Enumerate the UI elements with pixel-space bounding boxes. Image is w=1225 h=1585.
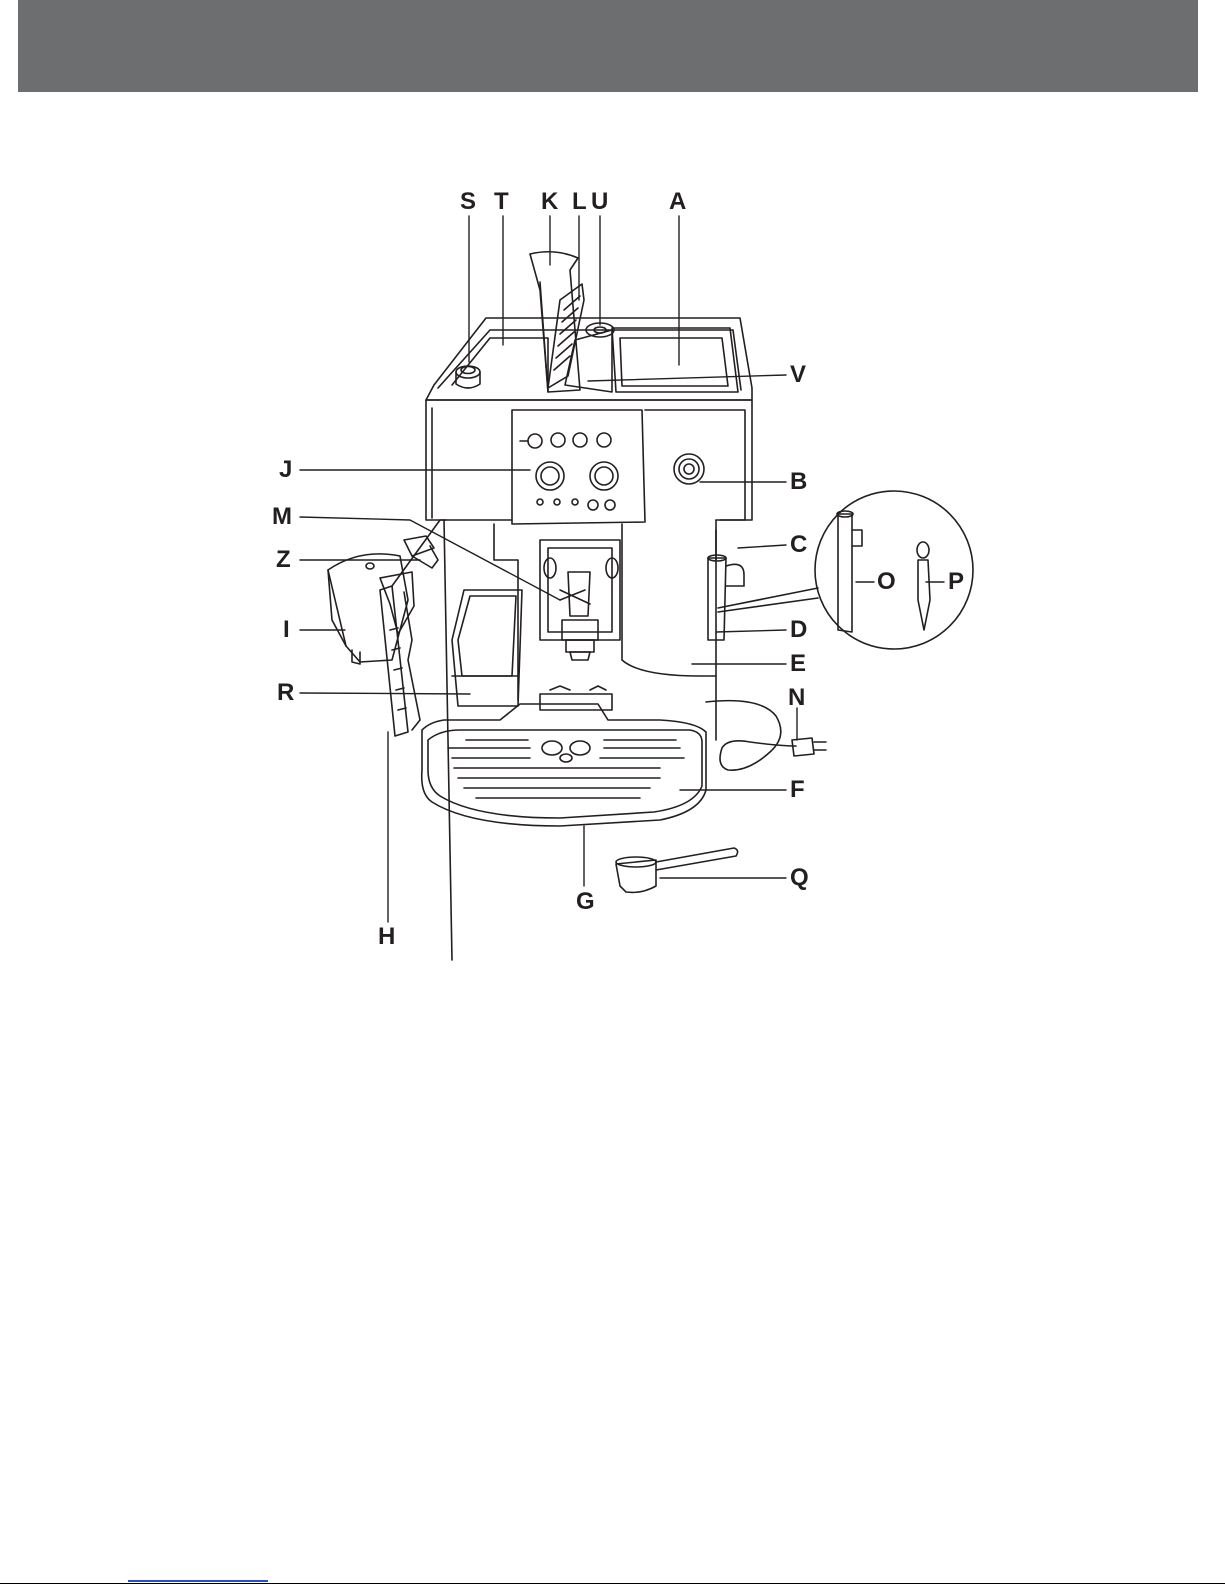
label-n: N [788,686,805,710]
label-v: V [790,363,806,387]
footer-link-underline[interactable] [128,1580,268,1582]
label-p: P [948,570,964,594]
knob-s [456,366,480,388]
control-panel-buttons [520,433,618,510]
machine-top [426,318,752,400]
label-c: C [790,533,807,557]
component-i [328,554,414,664]
label-u: U [591,190,608,214]
label-r: R [277,681,294,705]
label-b: B [790,470,807,494]
label-a: A [669,190,686,214]
scoop-q [616,848,738,892]
label-t: T [494,190,509,214]
label-i: I [283,618,290,642]
knob-b [674,454,704,484]
drip-tray-f-g [422,686,706,826]
coffee-machine-diagram: S T K L U A V J B M C Z O P I D E R N F … [0,0,1225,1000]
label-g: G [576,890,595,914]
label-h: H [378,925,395,949]
label-e: E [790,652,806,676]
label-l: L [572,190,587,214]
coffee-machine-illustration [0,0,1225,1000]
label-d: D [790,618,807,642]
lid-k [530,252,580,392]
label-k: K [541,190,558,214]
label-j: J [279,458,292,482]
detail-circle-o-p [718,491,973,649]
label-q: Q [790,866,809,890]
label-s: S [460,190,476,214]
steam-wand-c-d [708,530,744,640]
grounds-container-r [452,590,522,706]
label-o: O [877,570,896,594]
power-cord-n [706,701,826,771]
label-z: Z [276,548,291,572]
footer-rule [0,1583,1225,1584]
label-m: M [272,505,292,529]
door-h [380,520,446,736]
label-f: F [790,778,805,802]
